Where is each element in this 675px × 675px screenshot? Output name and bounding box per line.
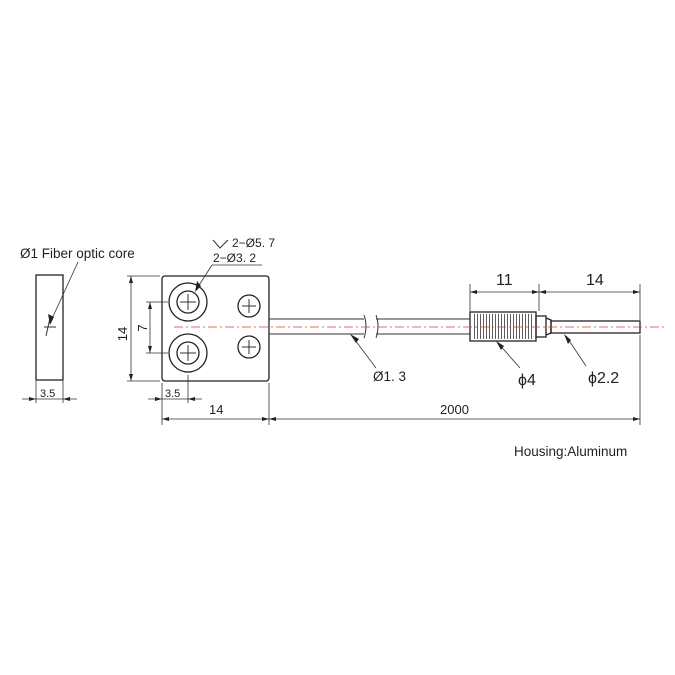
- fiber-core-leader: [49, 261, 79, 324]
- body-height-label: 14: [115, 327, 130, 341]
- hole-callout-arrow: [195, 281, 201, 292]
- cable-break-left: [363, 314, 367, 339]
- thru-hole-label: 2−Ø3. 2: [213, 251, 256, 265]
- small-hole-top: [237, 294, 261, 318]
- fiber-cable: Ø1. 3: [269, 314, 470, 384]
- tip-dia-label: ϕ2.2: [588, 370, 619, 387]
- height-dim-arrow-top: [129, 276, 133, 283]
- hole-offset-label: 3.5: [165, 388, 180, 400]
- tip-length-label: 14: [586, 272, 604, 289]
- counterbore-label: 2−Ø5. 7: [232, 236, 275, 250]
- cable-length-dimension: 2000: [269, 335, 641, 425]
- front-view: 2−Ø5. 7 2−Ø3. 2 14 7 3.5 14: [115, 236, 275, 425]
- cable-length-label: 2000: [440, 402, 469, 417]
- sleeve-knurl: [472, 314, 534, 339]
- side-dim-arrow-left: [29, 397, 36, 401]
- body-width-label: 14: [209, 402, 223, 417]
- sleeve-dia-arrow: [496, 341, 504, 350]
- housing-material-note: Housing:Aluminum: [514, 444, 627, 459]
- width-dim-arrow-right: [262, 417, 269, 421]
- sleeve-taper: [545, 317, 552, 336]
- pitch-dim-arrow-top: [148, 302, 152, 309]
- length-dim-arrow-right: [633, 417, 640, 421]
- probe-tip: ϕ2.2: [550, 320, 641, 387]
- fiber-core-label: Ø1 Fiber optic core: [20, 246, 135, 261]
- countersink-symbol-icon: [212, 239, 229, 249]
- cable-break-right: [375, 314, 379, 339]
- sleeve-dim-arrow-right: [532, 290, 539, 294]
- side-view-outline: [35, 274, 64, 381]
- height-dim-arrow-bottom: [129, 374, 133, 381]
- counterbored-hole-top: [168, 282, 208, 322]
- knurled-sleeve: ϕ4: [469, 311, 552, 389]
- top-dimensions: 11 14: [469, 272, 641, 320]
- pitch-dim-arrow-bottom: [148, 346, 152, 353]
- sleeve-dia-label: ϕ4: [518, 372, 536, 389]
- tip-dim-arrow-left: [539, 290, 546, 294]
- counterbored-hole-bottom: [168, 333, 208, 373]
- length-dim-arrow-left: [269, 417, 276, 421]
- tip-dim-arrow-right: [633, 290, 640, 294]
- side-dim-arrow-right: [63, 397, 70, 401]
- cable-dia-arrow: [350, 334, 359, 343]
- offset-dim-arrow-right: [188, 397, 195, 401]
- housing-body: [161, 275, 270, 382]
- small-hole-bottom: [237, 335, 261, 359]
- hole-pitch-label: 7: [135, 324, 150, 331]
- fiber-core-leader-arrow: [48, 314, 54, 325]
- cable-dia-label: Ø1. 3: [373, 369, 406, 384]
- width-dim-arrow-left: [162, 417, 169, 421]
- tip-dia-arrow: [564, 334, 571, 344]
- sleeve-collar: [535, 315, 547, 338]
- side-width-label: 3.5: [40, 388, 55, 400]
- sleeve-length-label: 11: [496, 272, 513, 289]
- side-view: Ø1 Fiber optic core 3.5: [20, 246, 135, 403]
- sleeve-dim-arrow-left: [470, 290, 477, 294]
- offset-dim-arrow-left: [155, 397, 162, 401]
